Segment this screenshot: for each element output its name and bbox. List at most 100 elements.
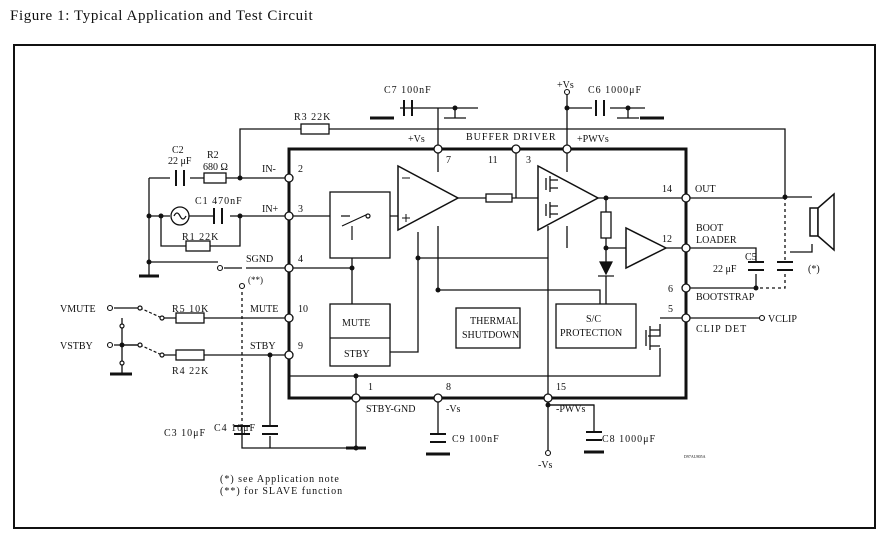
- label-pin-1: 1: [368, 382, 373, 393]
- capacitor-c2: [175, 170, 185, 186]
- label-pin-12: 12: [662, 234, 672, 245]
- terminals: [106, 88, 766, 457]
- label-c7: C7 100nF: [384, 85, 432, 96]
- resistor-r5: [175, 312, 205, 324]
- switch-block: [329, 191, 391, 259]
- capacitor-c8: [586, 431, 602, 441]
- label-pin-3: 3: [298, 204, 303, 215]
- resistor-r3: [300, 123, 330, 135]
- label-c8: C8 1000μF: [602, 434, 656, 445]
- capacitor-c5b: [777, 261, 793, 271]
- label-in-minus: IN-: [262, 164, 276, 175]
- ground-symbols: [110, 116, 664, 456]
- figure-title: Figure 1: Typical Application and Test C…: [10, 8, 314, 24]
- label-sc: S/C: [586, 314, 601, 325]
- thermal-shutdown-block: [455, 307, 521, 349]
- label-r4: R4 22K: [172, 366, 209, 377]
- capacitor-c6: [595, 100, 605, 116]
- capacitor-c5: [748, 261, 764, 271]
- label-c1: C1 470nF: [195, 196, 243, 207]
- label-boot: BOOT: [696, 223, 723, 234]
- speaker: [809, 192, 835, 252]
- label-c4: C4 10μF: [214, 423, 256, 434]
- power-op-amp: [537, 164, 600, 232]
- label-pin-4: 4: [298, 254, 303, 265]
- label-stby-gnd: STBY-GND: [366, 404, 415, 415]
- op-amp-signs: [402, 177, 410, 222]
- label-vstby: VSTBY: [60, 341, 93, 352]
- label-pin-8: 8: [446, 382, 451, 393]
- external-switches: [119, 305, 165, 366]
- capacitor-c7: [403, 100, 413, 116]
- label-stby-block: STBY: [344, 349, 370, 360]
- label-buffer-driver: BUFFER DRIVER: [466, 132, 557, 143]
- component-labels: C7 100nF +Vs C6 1000μF R3 22K +Vs BUFFER…: [60, 80, 820, 497]
- figure-frame: [13, 44, 876, 529]
- bootstrap-diode: [598, 261, 614, 277]
- resistor-internal: [485, 193, 513, 203]
- capacitor-c9: [430, 433, 446, 443]
- internal-switch: [341, 213, 371, 240]
- label-vs-top: +Vs: [557, 80, 574, 91]
- label-vclip: VCLIP: [768, 314, 797, 325]
- capacitor-c1: [213, 208, 223, 224]
- label-pin-2: 2: [298, 164, 303, 175]
- input-op-amp: [397, 164, 460, 232]
- label-r2-value: 680 Ω: [203, 162, 228, 173]
- label-mute-pin: MUTE: [250, 304, 278, 315]
- label-c3: C3 10μF: [164, 428, 206, 439]
- label-shutdown: SHUTDOWN: [462, 330, 519, 341]
- resistor-r1: [185, 240, 211, 252]
- label-c5-value: 22 μF: [713, 264, 737, 275]
- resistor-r4: [175, 349, 205, 361]
- capacitor-c3: [234, 425, 250, 435]
- label-c2-value: 22 μF: [168, 156, 192, 167]
- label-in-plus: IN+: [262, 204, 279, 215]
- label-plus-vs: +Vs: [408, 134, 425, 145]
- label-out: OUT: [695, 184, 716, 195]
- label-asterisk: (*): [808, 264, 820, 275]
- label-c9: C9 100nF: [452, 434, 500, 445]
- label-pin-5: 5: [668, 304, 673, 315]
- label-loader: LOADER: [696, 235, 737, 246]
- label-stby-pin: STBY: [250, 341, 276, 352]
- label-r1: R1 22K: [182, 232, 219, 243]
- sc-protection-block: [555, 303, 637, 349]
- label-slave-marker: (**): [248, 275, 263, 285]
- label-plus-pwvs: +PWVs: [577, 134, 609, 145]
- label-pin-3b: 3: [526, 155, 531, 166]
- clip-mosfet: [645, 326, 660, 350]
- label-note-1: (*) see Application note: [220, 474, 340, 485]
- junction-dots: [119, 105, 788, 451]
- signal-source: [170, 206, 190, 226]
- label-r3: R3 22K: [294, 112, 331, 123]
- mute-block: [329, 303, 391, 367]
- label-c5: C5: [745, 252, 757, 263]
- internal-blocks: [329, 191, 637, 367]
- label-drawing-code: D97AU805A: [684, 454, 706, 459]
- label-pin-14: 14: [662, 184, 672, 195]
- label-c6: C6 1000μF: [588, 85, 642, 96]
- label-thermal: THERMAL: [470, 316, 518, 327]
- label-r5: R5 10K: [172, 304, 209, 315]
- bootstrap-amp: [625, 226, 668, 270]
- output-transistors: [545, 176, 558, 218]
- resistor-protection: [600, 211, 612, 239]
- label-c2: C2: [172, 145, 184, 156]
- label-pin-9: 9: [298, 341, 303, 352]
- label-pin-10: 10: [298, 304, 308, 315]
- label-mute-block: MUTE: [342, 318, 370, 329]
- capacitors: [175, 100, 793, 443]
- label-minus-pwvs: -PWVs: [556, 404, 586, 415]
- label-pin-11: 11: [488, 155, 498, 166]
- label-pin-7: 7: [446, 155, 451, 166]
- label-note-2: (**) for SLAVE function: [220, 486, 343, 497]
- capacitor-c4: [262, 425, 278, 435]
- resistors: [175, 123, 612, 361]
- label-protection: PROTECTION: [560, 328, 622, 339]
- label-vmute: VMUTE: [60, 304, 96, 315]
- pin-circles: [284, 144, 691, 403]
- label-bootstrap: BOOTSTRAP: [696, 292, 755, 303]
- wiring: [114, 93, 813, 450]
